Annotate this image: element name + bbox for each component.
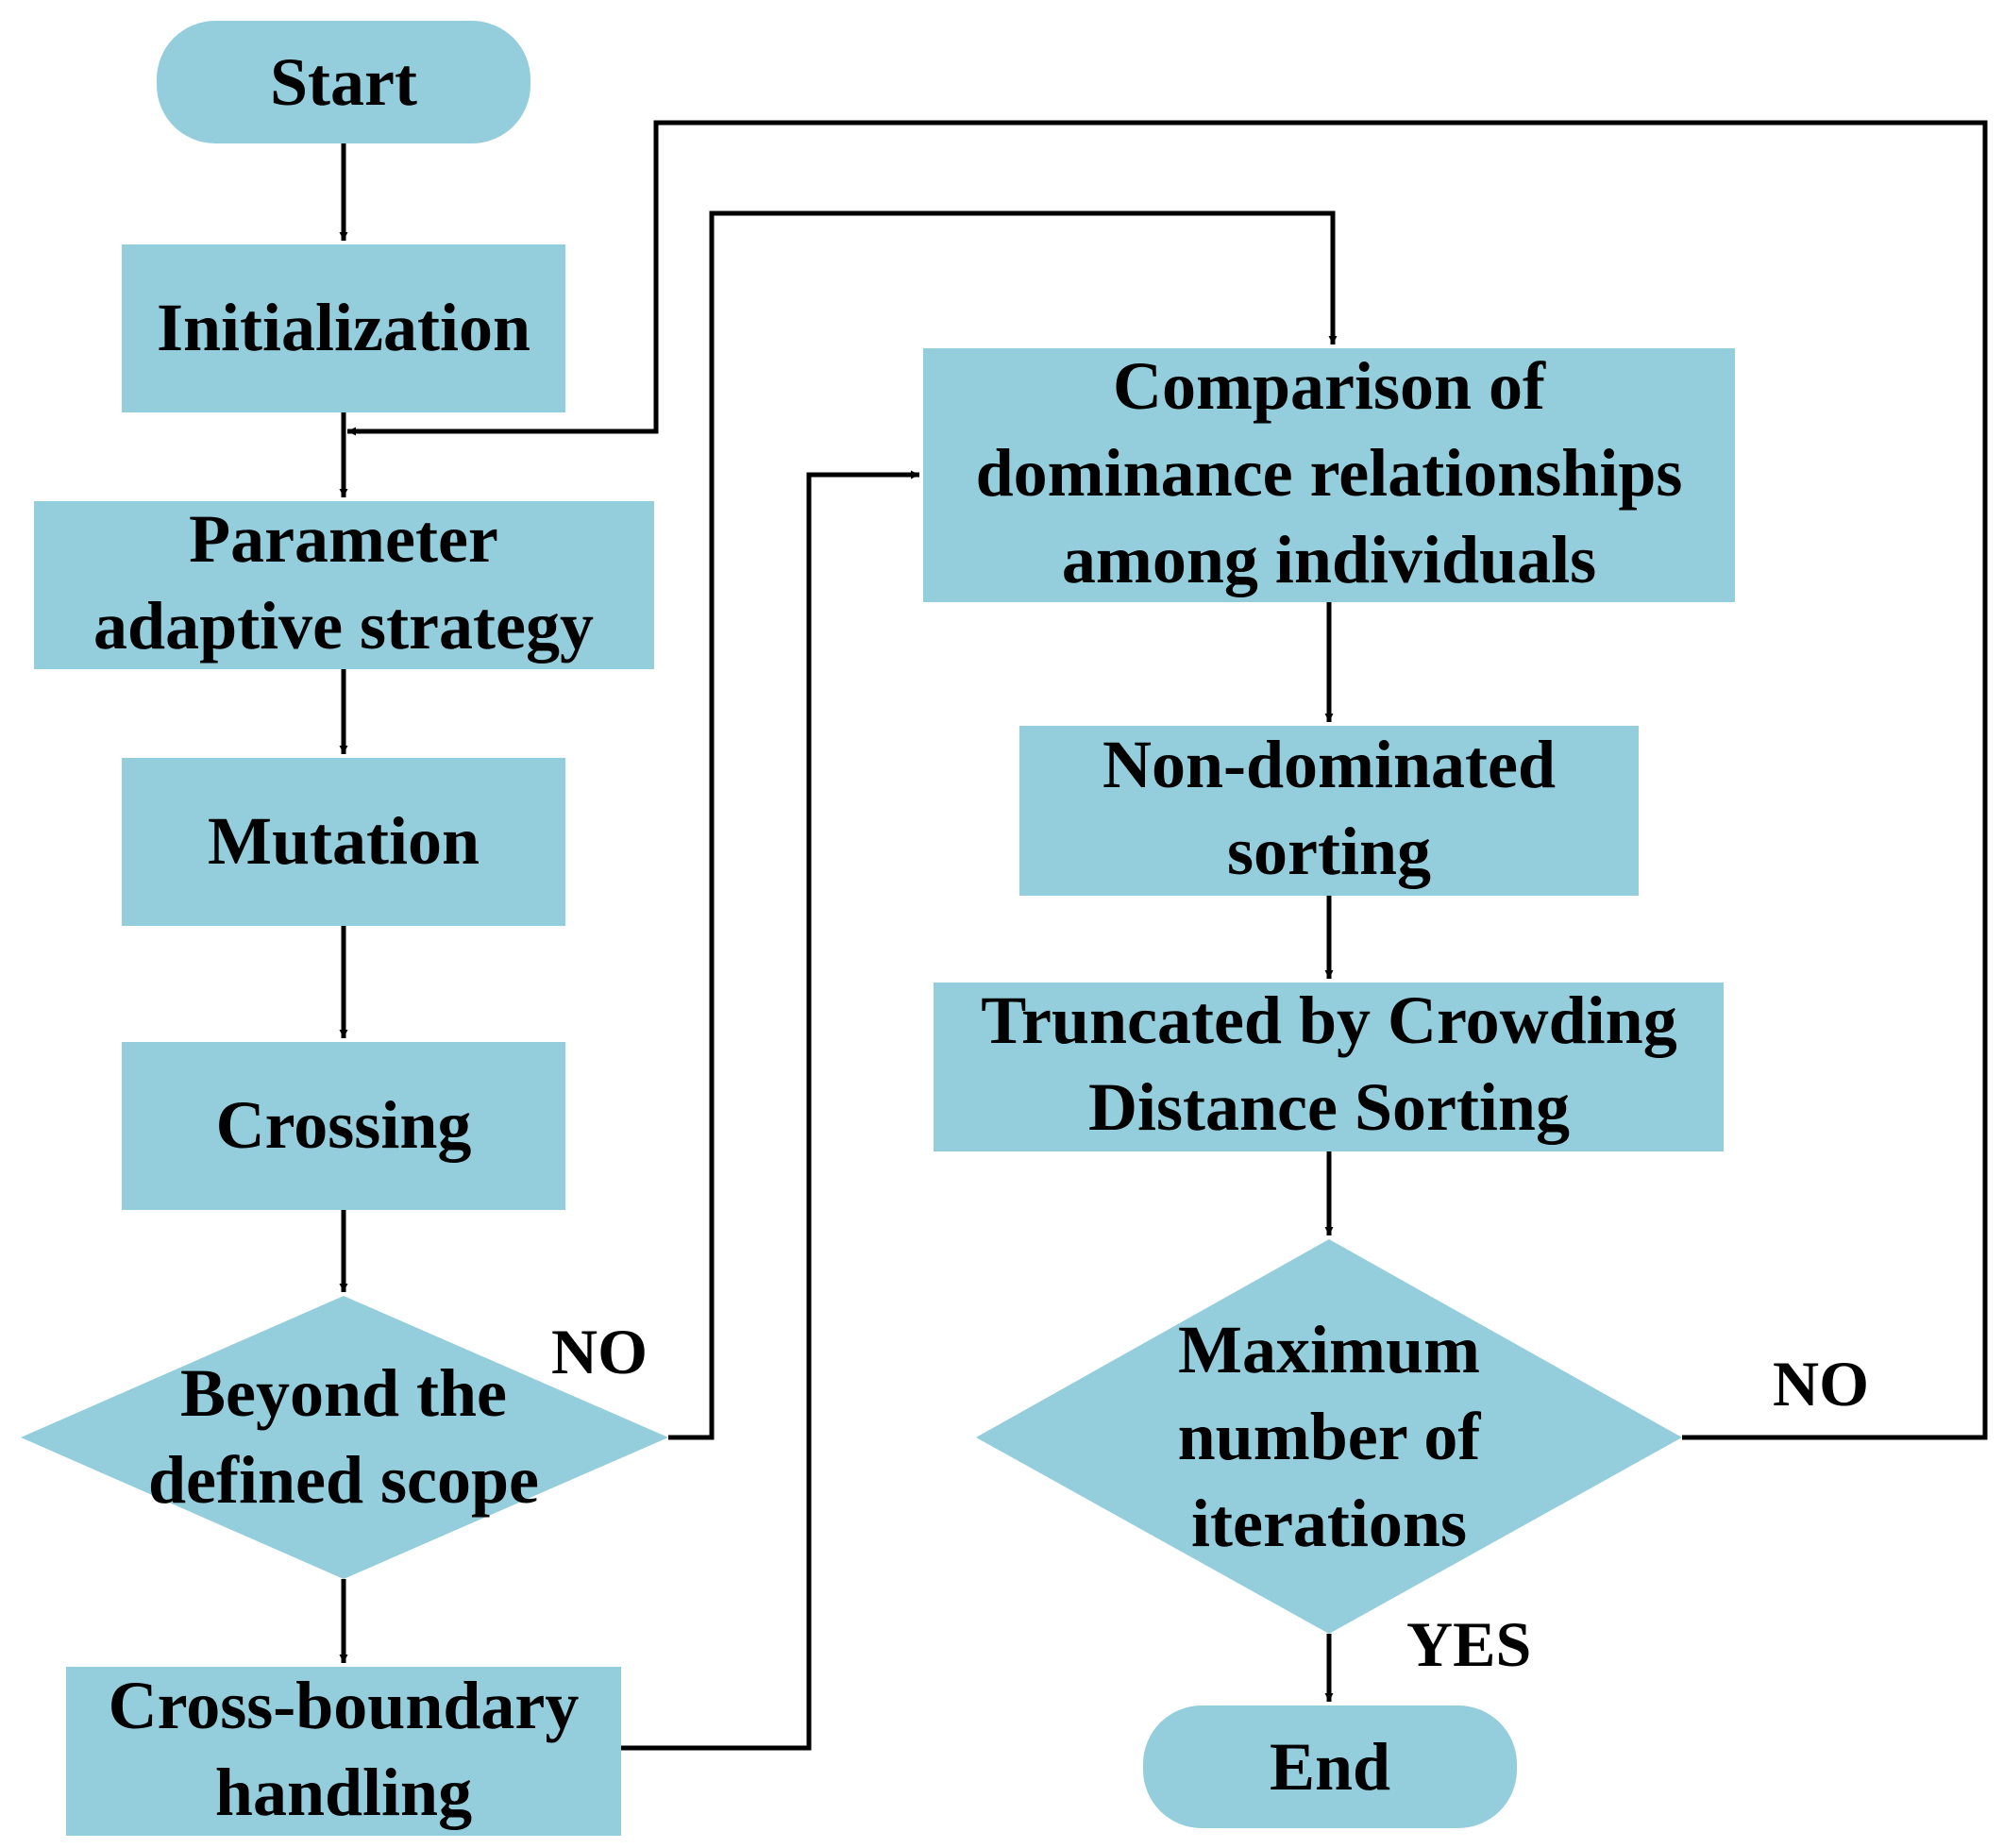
node-end-label: End: [1270, 1729, 1390, 1805]
edge-label-beyond-no: NO: [551, 1316, 648, 1387]
node-beyond-label-line2: defined scope: [148, 1442, 539, 1518]
edge-maximum-no-to-parameter: [347, 120, 1988, 1440]
node-comparison-of-dominance: Comparison of dominance relationships am…: [923, 348, 1735, 602]
node-nondominated-label-line2: sorting: [1227, 814, 1431, 889]
node-beyond-defined-scope: Beyond the defined scope: [21, 1296, 668, 1579]
node-initialization: Initialization: [122, 244, 565, 412]
edge-label-maximum-yes: YES: [1406, 1608, 1531, 1680]
node-initialization-label: Initialization: [157, 290, 530, 365]
node-crossing: Crossing: [122, 1042, 565, 1210]
node-start: Start: [157, 21, 530, 143]
edge-beyond-no-to-comparison: [668, 210, 1338, 1440]
edge-label-maximum-no: NO: [1773, 1348, 1869, 1420]
node-start-label: Start: [270, 44, 417, 120]
node-crossboundary-label-line1: Cross-boundary: [109, 1668, 580, 1743]
node-parameter-label-line2: adaptive strategy: [93, 588, 594, 664]
node-comparison-label-line2: dominance relationships: [976, 435, 1683, 511]
node-cross-boundary-handling: Cross-boundary handling: [66, 1667, 621, 1836]
node-maximum-iterations: Maximum number of iterations: [976, 1239, 1682, 1634]
node-beyond-label-line1: Beyond the: [180, 1355, 507, 1431]
node-maximum-label-line1: Maximum: [1178, 1312, 1480, 1387]
node-comparison-label-line3: among individuals: [1062, 522, 1596, 597]
node-mutation: Mutation: [122, 758, 565, 926]
node-parameter-label-line1: Parameter: [189, 501, 498, 577]
node-maximum-label-line2: number of: [1178, 1399, 1482, 1474]
edge-crossboundary-to-comparison: [621, 470, 919, 1751]
node-truncated-label-line1: Truncated by Crowding: [981, 983, 1676, 1058]
node-maximum-label-line3: iterations: [1191, 1486, 1467, 1561]
node-crossboundary-label-line2: handling: [215, 1755, 472, 1830]
node-end: End: [1143, 1705, 1517, 1828]
node-non-dominated-sorting: Non-dominated sorting: [1019, 726, 1639, 896]
node-mutation-label: Mutation: [208, 803, 480, 879]
node-nondominated-label-line1: Non-dominated: [1102, 727, 1556, 802]
node-truncated-crowding-distance: Truncated by Crowding Distance Sorting: [934, 983, 1724, 1151]
node-crossing-label: Crossing: [216, 1087, 472, 1163]
node-comparison-label-line1: Comparison of: [1113, 348, 1546, 424]
node-parameter-adaptive-strategy: Parameter adaptive strategy: [34, 501, 654, 669]
node-truncated-label-line2: Distance Sorting: [1088, 1069, 1570, 1145]
